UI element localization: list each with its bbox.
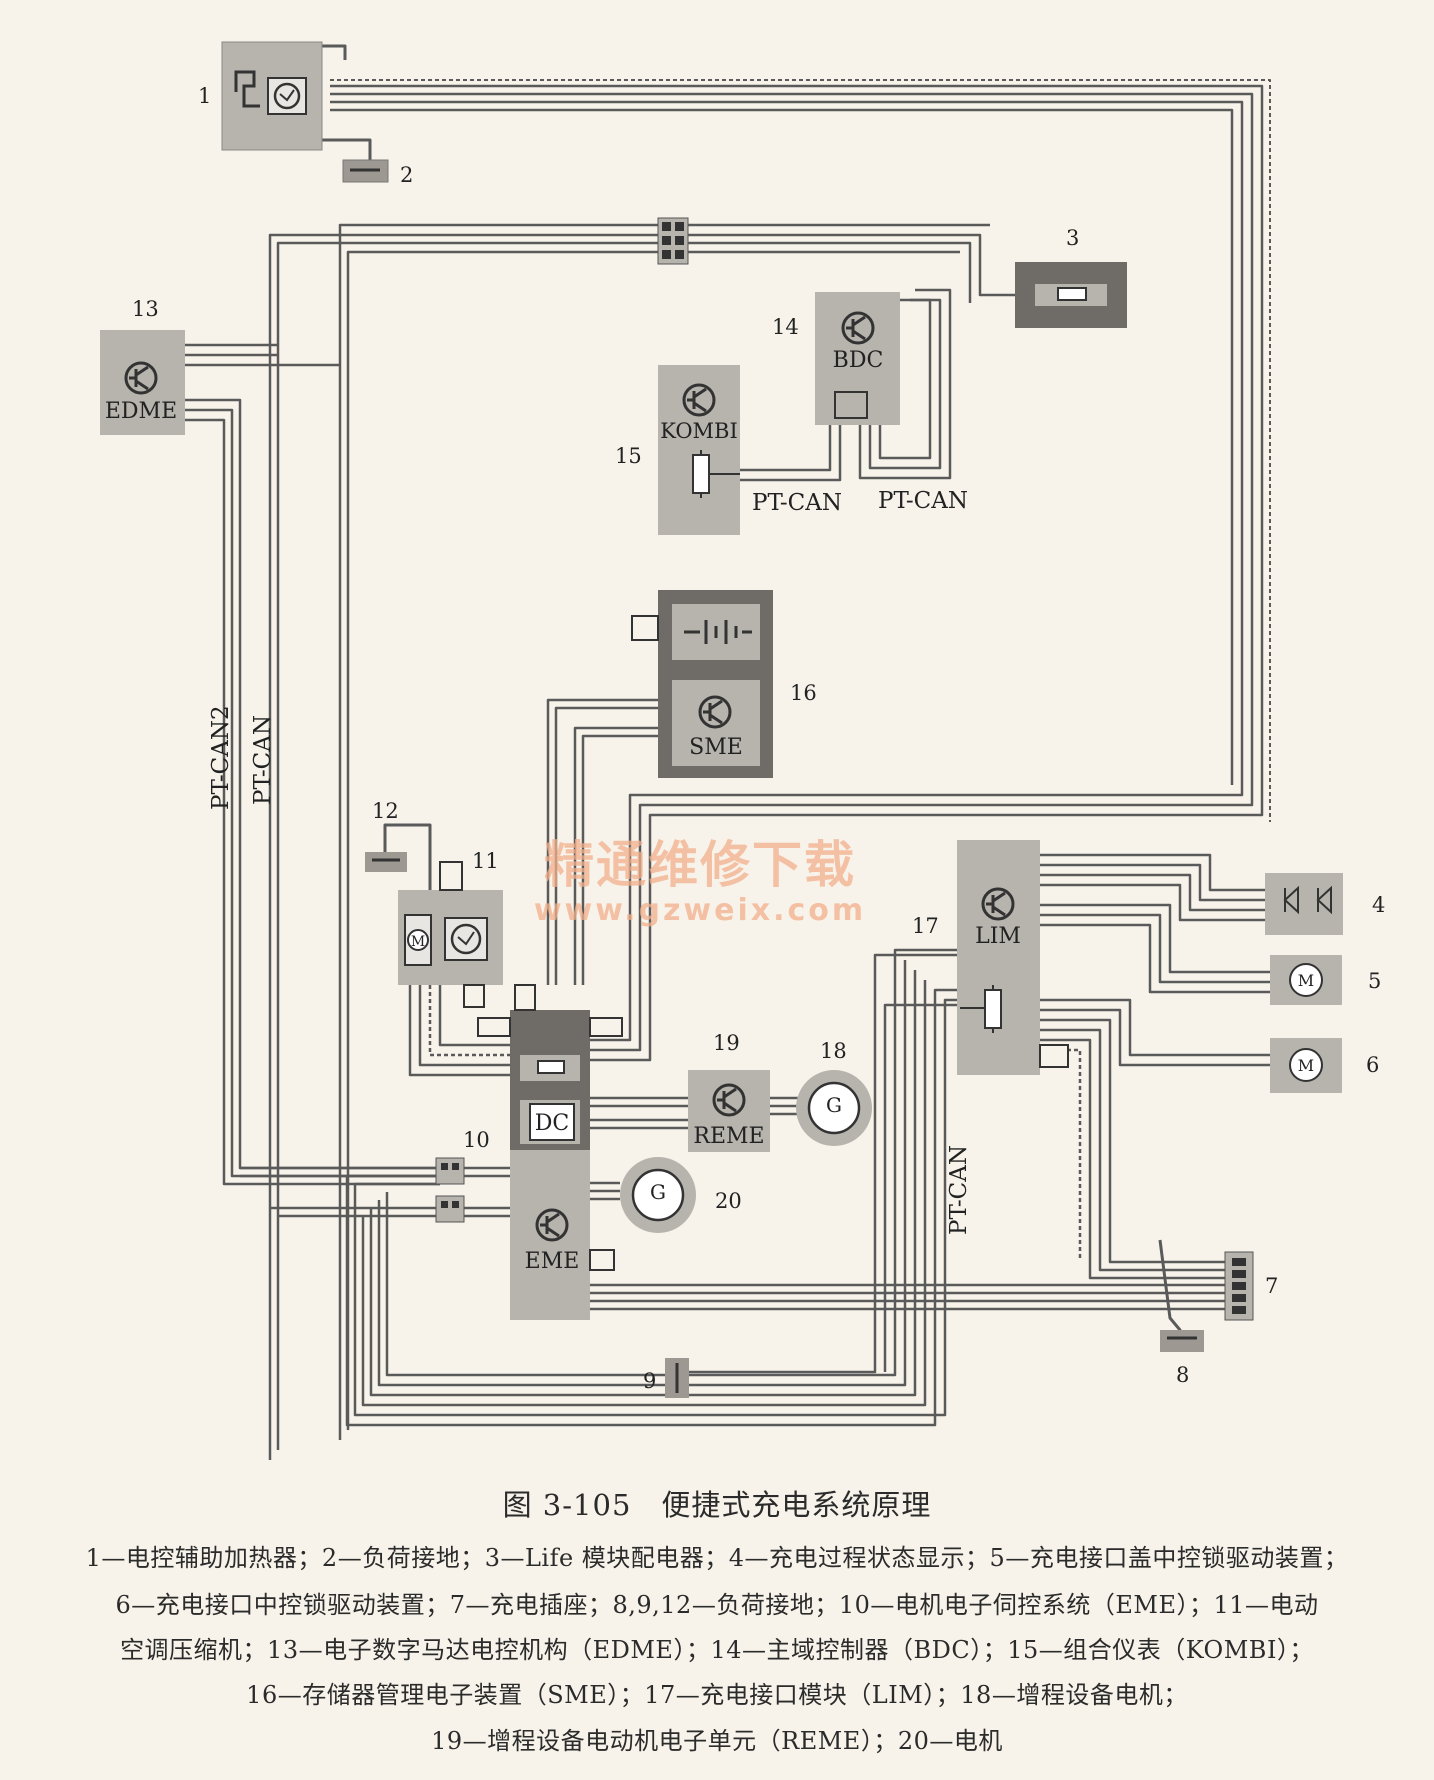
bus-connector-top (657, 217, 689, 265)
flap-lock-motor (1270, 955, 1342, 1005)
socket-lock-motor (1270, 1038, 1342, 1093)
label-m6: M (1298, 1056, 1314, 1075)
num-17: 17 (912, 914, 939, 938)
num-9: 9 (643, 1369, 656, 1393)
label-edme: EDME (105, 399, 177, 424)
label-g18: G (826, 1093, 842, 1117)
charging-system-diagram: KOMBI BDC EDME SME LIM REME EME DC G G M… (100, 41, 1385, 1460)
num-18: 18 (820, 1039, 847, 1063)
label-g20: G (650, 1180, 666, 1204)
module-lim (957, 840, 1069, 1075)
module-ac-compressor (398, 861, 503, 1008)
num-5: 5 (1368, 969, 1381, 993)
watermark-text-1: 精通维修下载 (544, 836, 856, 894)
wiring (185, 44, 1271, 1460)
module-aux-heater (221, 41, 323, 151)
label-dc: DC (535, 1111, 569, 1136)
label-reme: REME (693, 1124, 764, 1149)
num-4: 4 (1372, 893, 1385, 917)
num-15: 15 (615, 444, 642, 468)
bus-label-ptcan-vertical: PT-CAN (250, 715, 276, 805)
label-bdc: BDC (833, 348, 884, 373)
generator-18 (796, 1070, 872, 1146)
legend-line-4: 16—存储器管理电子装置（SME）；17—充电接口模块（LIM）；18—增程设备… (246, 1681, 1188, 1709)
generator-20 (620, 1157, 696, 1233)
num-10: 10 (463, 1128, 490, 1152)
legend-line-5: 19—增程设备电动机电子单元（REME）；20—电机 (431, 1727, 1003, 1755)
watermark-text-2: www.gzweix.com (534, 893, 866, 928)
num-3: 3 (1066, 226, 1079, 250)
module-eme (477, 984, 623, 1320)
ground-12 (365, 852, 407, 872)
ground-2 (342, 159, 389, 183)
num-16: 16 (790, 681, 817, 705)
label-sme: SME (689, 735, 743, 760)
num-8: 8 (1176, 1363, 1189, 1387)
label-eme: EME (525, 1249, 580, 1274)
legend-line-1: 1—电控辅助加热器；2—负荷接地；3—Life 模块配电器；4—充电过程状态显示… (85, 1544, 1349, 1572)
module-reme (688, 1070, 770, 1152)
module-bdc (815, 292, 900, 425)
num-13: 13 (132, 297, 159, 321)
module-kombi (658, 365, 740, 535)
label-m11: M (411, 934, 425, 950)
module-sme (631, 590, 773, 778)
num-14: 14 (772, 315, 799, 339)
num-7: 7 (1265, 1274, 1278, 1298)
charging-status-display (1265, 873, 1343, 935)
bus-label-ptcan-kombi: PT-CAN (752, 490, 842, 516)
bus-label-ptcan-bdc: PT-CAN (878, 488, 968, 514)
label-kombi: KOMBI (660, 419, 738, 443)
bus-label-ptcan2-vertical: PT-CAN2 (208, 705, 234, 810)
module-life-fuse (1015, 262, 1127, 328)
ground-9 (665, 1358, 689, 1398)
connector-10 (435, 1157, 465, 1223)
label-lim: LIM (975, 924, 1021, 949)
num-19: 19 (713, 1031, 740, 1055)
charging-socket (1224, 1251, 1254, 1321)
num-11: 11 (472, 849, 499, 873)
module-edme (100, 330, 185, 435)
watermark: 精通维修下载 www.gzweix.com (534, 836, 866, 928)
label-m5: M (1298, 971, 1314, 990)
figure-title: 图 3-105 便捷式充电系统原理 (502, 1488, 932, 1522)
bus-label-ptcan-lim: PT-CAN (946, 1145, 972, 1235)
num-2: 2 (400, 163, 413, 187)
num-12: 12 (372, 799, 399, 823)
num-20: 20 (715, 1189, 742, 1213)
ground-8 (1160, 1330, 1204, 1352)
legend-line-3: 空调压缩机；13—电子数字马达电控机构（EDME）；14—主域控制器（BDC）；… (120, 1636, 1314, 1664)
num-6: 6 (1366, 1053, 1379, 1077)
legend-line-2: 6—充电接口中控锁驱动装置；7—充电插座；8,9,12—负荷接地；10—电机电子… (115, 1591, 1319, 1619)
num-1: 1 (198, 84, 211, 108)
